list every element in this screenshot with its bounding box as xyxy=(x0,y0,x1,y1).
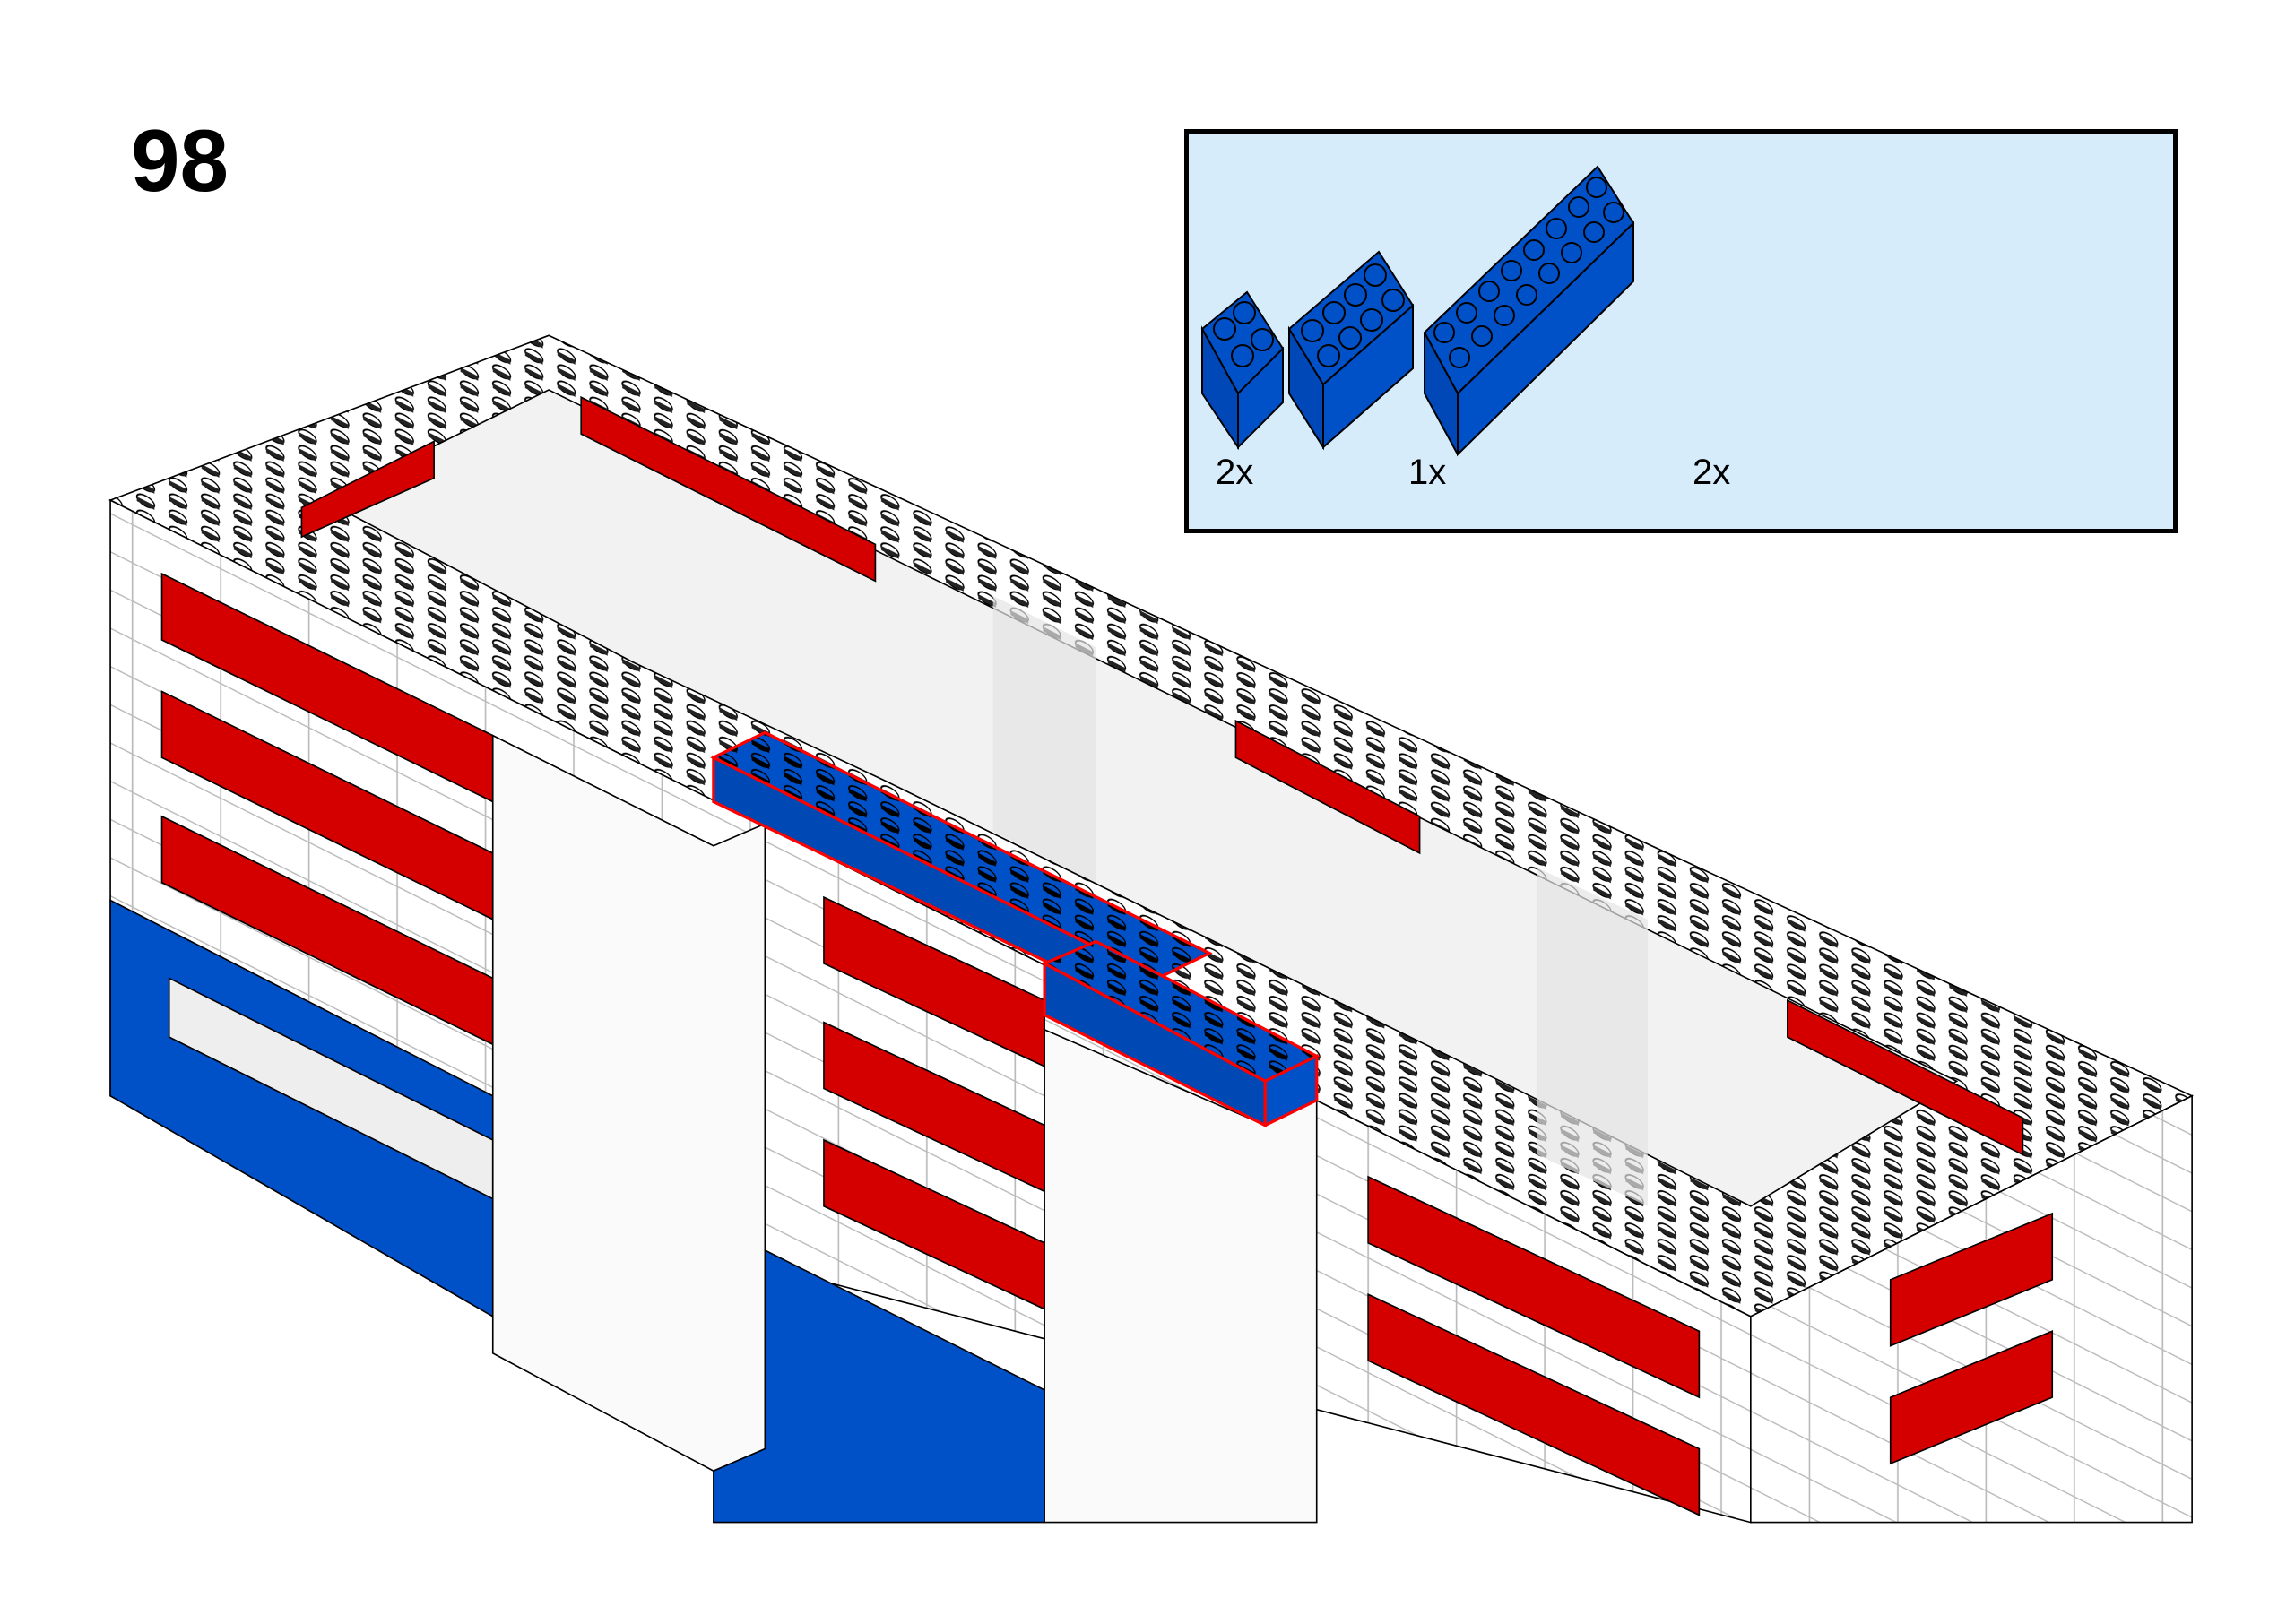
parts-callout: 2x 1x 2x xyxy=(1184,129,2178,533)
window-band xyxy=(580,395,877,583)
window-band xyxy=(1787,998,2024,1156)
quantity-label-2x2: 2x xyxy=(1216,453,1254,492)
quantity-label-2x4: 1x xyxy=(1408,453,1447,492)
new-blue-bricks-highlight xyxy=(710,730,1321,1128)
blue-brick-2x2 xyxy=(1200,290,1285,451)
window-band xyxy=(1367,1292,1701,1516)
quantity-label-2x8: 2x xyxy=(1693,453,1731,492)
blue-brick-2x4 xyxy=(1287,250,1415,451)
entrance-column xyxy=(491,734,766,1473)
window-band xyxy=(1367,1175,1701,1399)
parts-illustration xyxy=(1200,165,1635,457)
entrance-column xyxy=(1044,1028,1318,1524)
transparent-pillar xyxy=(1537,868,1648,1206)
transparent-pillar xyxy=(992,595,1096,883)
blue-brick-2x8 xyxy=(1423,165,1635,457)
window-band xyxy=(1234,719,1421,855)
window-band xyxy=(300,440,435,539)
step-number: 98 xyxy=(131,111,230,210)
window-band xyxy=(1889,1212,2054,1347)
window-band xyxy=(1889,1330,2054,1465)
